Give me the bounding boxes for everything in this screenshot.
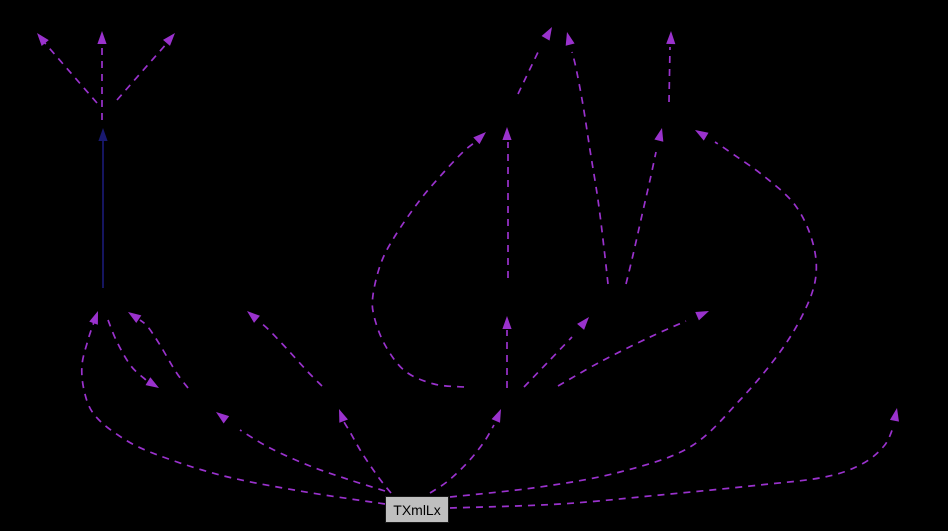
arrowhead [339, 409, 348, 423]
edge-center-mid-to-center-upper [502, 127, 512, 278]
arrowhead [128, 312, 142, 324]
graph-node-txmllx: TXmlLx [385, 496, 449, 523]
arrowhead [565, 32, 575, 46]
arrowhead [695, 130, 709, 141]
arrowhead [889, 408, 899, 422]
arrowhead [98, 128, 108, 141]
arrowhead [37, 33, 49, 46]
arrowhead [145, 377, 159, 388]
edge-center-to-right-mid [523, 317, 589, 388]
edge-left-upper-to-top-right [116, 33, 175, 101]
arrowhead [541, 27, 552, 41]
edge-right-upper-to-top-right [666, 31, 676, 103]
arrowhead [247, 311, 260, 323]
edge-txmllx-to-center [429, 409, 501, 494]
edge-lower-mid-to-mid-left [247, 311, 323, 387]
arrowhead [695, 311, 709, 321]
edge-right-mid-to-top-center [565, 32, 609, 285]
edge-txmllx-to-right-upper-hook [449, 130, 818, 498]
edge-txmllx-to-lower-mid [339, 409, 392, 494]
edge-center-upper-to-top-center [517, 27, 552, 95]
edge-lower-left-to-left-mid [128, 312, 189, 389]
arrowhead [216, 412, 230, 424]
edge-left-upper-to-top-left [37, 33, 98, 104]
edge-txmllx-to-far-right-arc [449, 408, 899, 509]
arrowhead [577, 317, 589, 330]
arrowhead [491, 409, 501, 423]
arrowhead [163, 33, 175, 46]
edge-left-mid-to-lower-left [107, 319, 159, 388]
arrowhead [89, 311, 98, 325]
arrowhead [473, 132, 486, 145]
edge-right-mid-to-right-upper [625, 128, 664, 285]
edge-left-upper-to-top-mid [97, 31, 107, 120]
edge-center-to-far-right-mid [557, 311, 709, 387]
arrowhead [97, 31, 107, 44]
arrowhead [654, 128, 664, 142]
edge-txmllx-to-left-mid [80, 311, 386, 505]
edge-center-to-center-upper-arc [371, 132, 486, 388]
arrowhead [502, 316, 512, 329]
edge-txmllx-to-lower-left [216, 412, 386, 492]
arrowhead [666, 31, 676, 45]
edge-center-to-center-mid [502, 316, 512, 388]
arrowhead [502, 127, 512, 140]
edge-left-mid-inherits-left-upper [98, 128, 108, 288]
